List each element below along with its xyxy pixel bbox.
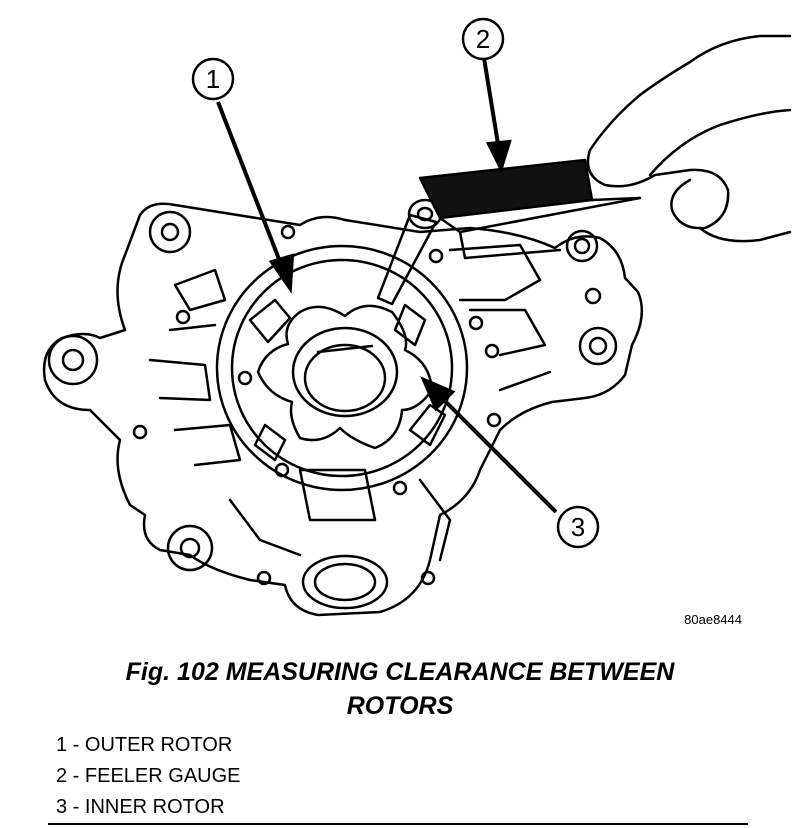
inner-rotor — [256, 304, 434, 450]
leader-arrow-1 — [216, 101, 286, 273]
callout-circle-1 — [191, 57, 235, 101]
figure-code: 80ae8444 — [684, 612, 742, 627]
callout-number-2: 2 — [476, 24, 490, 54]
callout-number-3: 3 — [571, 512, 585, 542]
caption-line-1: Fig. 102 MEASURING CLEARANCE BETWEEN — [125, 658, 675, 686]
outer-rotor — [215, 244, 469, 492]
pump-housing — [42, 202, 644, 617]
feeler-gauge-stack — [418, 158, 594, 220]
caption-line-2: ROTORS — [346, 692, 454, 720]
figure-caption: Fig. 102 MEASURING CLEARANCE BETWEEN ROT… — [0, 655, 800, 723]
legend: 1 - OUTER ROTOR 2 - FEELER GAUGE 3 - INN… — [56, 730, 241, 823]
legend-item-2: 2 - FEELER GAUGE — [56, 765, 241, 787]
oil-pump-illustration: 1 2 3 — [42, 17, 792, 617]
leader-arrow-2 — [482, 57, 501, 151]
legend-item-1: 1 - OUTER ROTOR — [56, 734, 233, 756]
callout-circle-2 — [461, 17, 505, 61]
legend-item-3: 3 - INNER ROTOR — [56, 796, 225, 818]
leader-arrow-3 — [436, 392, 558, 514]
hand — [586, 34, 792, 243]
bottom-rule — [48, 823, 748, 825]
callout-circle-3 — [556, 505, 600, 549]
callout-number-1: 1 — [206, 64, 220, 94]
